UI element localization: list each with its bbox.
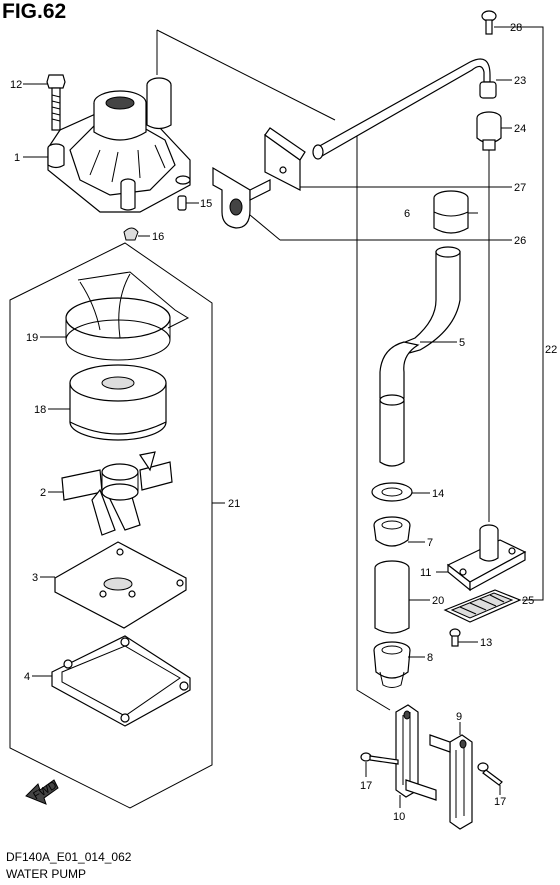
figure-code: DF140A_E01_014_062 [6,850,132,864]
outlet-fitting-11 [446,524,527,592]
repair-kit-outline [9,242,213,809]
figure-name: WATER PUMP [6,867,86,881]
callout-14: 14 [432,488,444,500]
callout-5: 5 [459,337,465,349]
impeller-2 [61,451,173,536]
screw-28 [481,10,497,35]
bracket-27 [264,127,306,191]
fwd-label: FWD [31,779,59,802]
screw-17-right [477,762,503,786]
water-tube-23 [312,58,497,160]
holder-26 [212,166,271,229]
callout-15: 15 [200,198,212,210]
callout-7: 7 [427,537,433,549]
callout-21: 21 [228,498,240,510]
callout-28: 28 [510,22,522,34]
liner-19 [65,271,190,361]
callout-3: 3 [32,572,38,584]
callout-26: 26 [514,235,526,247]
bolt-12 [46,74,66,131]
pump-cover-18 [69,364,167,441]
callout-19: 19 [26,332,38,344]
callout-25: 25 [522,595,534,607]
callout-18: 18 [34,404,46,416]
group-line-right [356,125,391,711]
fwd-arrow-icon: FWD [25,779,59,805]
group-line-top [156,29,336,121]
screw-13 [449,628,461,647]
callout-12: 12 [10,79,22,91]
callout-13: 13 [480,637,492,649]
key-16 [123,227,139,241]
callout-6: 6 [404,208,410,220]
clamp-10 [395,704,437,801]
callout-22: 22 [545,344,557,356]
callout-2: 2 [40,487,46,499]
washer-14 [371,482,413,502]
tube-20 [374,560,410,634]
callout-8: 8 [427,652,433,664]
callout-24: 24 [514,123,526,135]
callout-20: 20 [432,595,444,607]
screen-25 [443,589,522,623]
figure-title: FIG.62 [2,0,67,23]
callout-17-left: 17 [360,780,372,792]
screw-17-left [360,752,399,765]
callout-23: 23 [514,75,526,87]
hose-5 [379,246,461,467]
seal-8 [373,641,411,688]
grommet-24 [476,111,502,151]
callout-17-right: 17 [494,796,506,808]
leader-lines [23,26,520,808]
pump-case [47,77,191,213]
callout-9: 9 [456,711,462,723]
clamp-9 [429,734,473,830]
bracket-22 [510,26,544,601]
callout-16: 16 [152,231,164,243]
gasket-4 [51,635,191,727]
grommet-6 [433,190,469,234]
callout-11: 11 [420,567,431,579]
callout-numbers: 12 1 15 16 19 18 2 3 4 21 28 23 24 27 6 … [10,22,557,823]
callout-27: 27 [514,182,526,194]
callout-10: 10 [393,811,405,823]
plate-3 [54,541,187,629]
callout-4: 4 [24,671,30,683]
callout-1: 1 [14,152,20,164]
seal-7 [373,516,411,547]
dowel-pin-15 [177,195,187,211]
